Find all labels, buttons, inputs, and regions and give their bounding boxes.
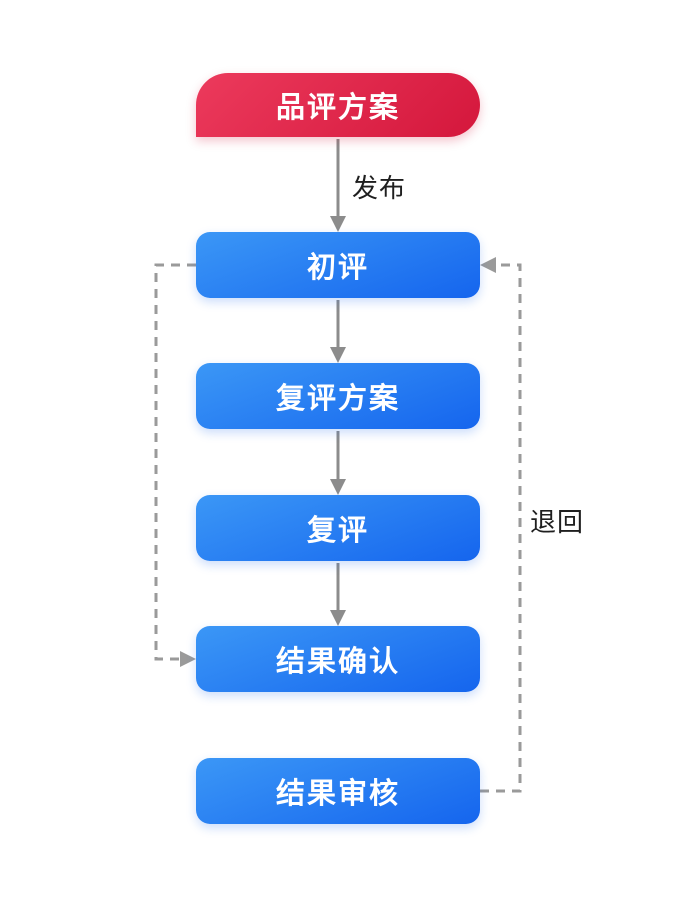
connector-return-dashed <box>480 257 522 793</box>
node-initial-review: 初评 <box>196 232 480 298</box>
node-tasting-plan-label: 品评方案 <box>275 92 400 124</box>
node-re-review-plan: 复评方案 <box>196 363 480 429</box>
connector-initial-to-confirm-dashed <box>154 263 196 667</box>
edge-label-publish: 发布 <box>352 173 407 203</box>
connector-initial-to-replan-arrow <box>330 300 346 363</box>
node-result-confirm-label: 结果确认 <box>275 646 400 678</box>
node-re-review: 复评 <box>196 495 480 561</box>
connector-publish-arrow <box>330 139 346 232</box>
connector-rereview-to-confirm-arrow <box>330 563 346 626</box>
node-initial-review-label: 初评 <box>306 252 369 284</box>
node-re-review-plan-label: 复评方案 <box>275 383 400 415</box>
node-re-review-label: 复评 <box>306 515 369 547</box>
connector-replan-to-rereview-arrow <box>330 431 346 495</box>
node-result-confirm: 结果确认 <box>196 626 480 692</box>
node-result-audit-label: 结果审核 <box>275 778 400 810</box>
node-result-audit: 结果审核 <box>196 758 480 824</box>
edge-label-return: 退回 <box>530 507 585 537</box>
node-tasting-plan: 品评方案 <box>196 73 480 137</box>
